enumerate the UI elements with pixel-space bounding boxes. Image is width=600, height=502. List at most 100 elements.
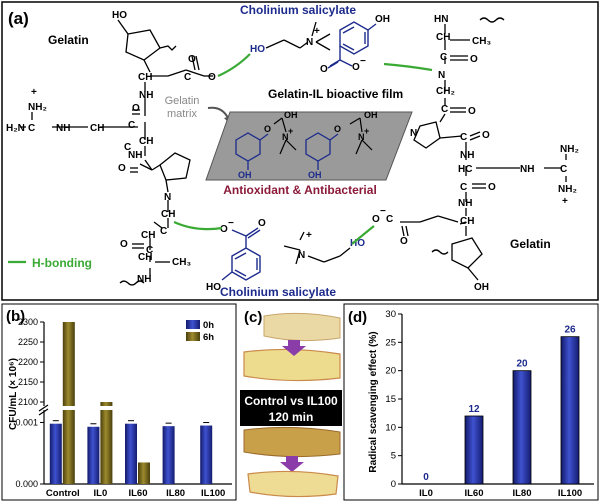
panel-b-bar (138, 462, 150, 484)
panel-b-legend-swatch (186, 320, 200, 329)
panel-d-ytick-label: 10 (385, 422, 396, 433)
panel-d-xtick-label: IL80 (512, 488, 531, 499)
svg-text:CH₃: CH₃ (472, 36, 491, 47)
apple-slice-1 (263, 312, 341, 342)
panel-d-bar (512, 370, 532, 485)
panel-b-break-gap (40, 406, 230, 410)
svg-text:NH₂: NH₂ (28, 102, 47, 113)
svg-text:NH: NH (56, 123, 70, 134)
panel-a-frame (1, 1, 599, 301)
svg-text:C: C (28, 123, 35, 134)
panel-b-xtick-label: IL100 (201, 488, 225, 499)
panel-b-label: (b) (6, 308, 25, 325)
hbond-lines (8, 53, 433, 264)
panel-b-legend-swatch (186, 332, 200, 341)
svg-text:N: N (306, 37, 313, 48)
panel-b-xtick-label: IL80 (166, 488, 185, 499)
panel-b-bar (100, 402, 113, 484)
panel-b-xtick-label: IL0 (94, 488, 108, 499)
svg-text:C: C (160, 226, 167, 237)
panel-b-legend-label: 6h (203, 332, 214, 343)
down-arrow-1 (282, 340, 306, 356)
panel-b-legend-label: 0h (203, 320, 214, 331)
panel-c-label: (c) (244, 309, 262, 326)
svg-text:OH: OH (284, 110, 298, 120)
svg-text:O: O (208, 72, 216, 83)
svg-text:+: + (306, 230, 312, 241)
panel-b-bar (87, 426, 100, 484)
panel-b-ytick-label: 2300 (18, 317, 38, 327)
svg-text:C: C (560, 164, 567, 175)
svg-text:NH: NH (520, 164, 534, 175)
panel-d-data-label: 12 (468, 404, 480, 415)
cholinium-top-label: Cholinium salicylate (240, 3, 356, 17)
cholinium-bottom-label: Cholinium salicylate (220, 285, 336, 299)
svg-text:+: + (562, 196, 568, 207)
caption-line2: 120 min (269, 410, 314, 424)
panel-b-ytick-label: 0.001 (15, 417, 38, 427)
svg-text:N: N (438, 70, 445, 81)
panel-d-ytick-label: 30 (385, 309, 396, 320)
left-gelatin-structure (20, 19, 213, 286)
panel-d-label: (d) (348, 309, 367, 326)
panel-b-ylabel: CFU/mL (× 10⁶) (8, 358, 19, 430)
matrix-label-line1: Gelatin (165, 95, 200, 107)
down-arrow-2 (280, 456, 304, 472)
panel-d-data-label: 0 (423, 472, 429, 483)
panel-d: (d) Radical scavenging effect (%) 0 5 10 15… (343, 303, 599, 501)
svg-text:O: O (470, 54, 478, 65)
svg-text:CH: CH (141, 230, 155, 241)
svg-text:+: + (31, 87, 37, 98)
svg-text:CH: CH (161, 209, 175, 220)
panel-b: (b) CFU/mL (× 10⁶) 210021502200225023000… (1, 303, 237, 501)
svg-text:NH: NH (137, 274, 151, 285)
matrix-arrow (207, 106, 229, 119)
svg-text:O: O (120, 239, 128, 250)
panel-d-frame (343, 303, 599, 501)
panel-d-ytick-label: 0 (391, 479, 396, 490)
svg-text:H₂N: H₂N (6, 123, 25, 134)
svg-text:HO: HO (112, 10, 127, 21)
svg-text:CH: CH (436, 32, 450, 43)
film-parallelogram (205, 111, 413, 181)
apple-slice-2 (243, 348, 341, 382)
svg-text:C: C (146, 245, 153, 256)
svg-text:CH: CH (460, 216, 474, 227)
panel-b-ytick-label: 2100 (18, 397, 38, 407)
panel-d-ylabel: Radical scavenging effect (%) (368, 331, 379, 472)
caption-line1: Control vs IL100 (244, 394, 338, 408)
panel-b-bar-break (86, 406, 114, 410)
svg-text:C: C (440, 52, 447, 63)
panel-b-bar (200, 425, 213, 484)
svg-text:O: O (132, 103, 140, 114)
panel-b-bar (62, 322, 75, 484)
panel-d-ytick-label: 5 (391, 451, 396, 462)
panel-d-ytick-label: 15 (385, 394, 396, 405)
svg-text:O: O (264, 124, 271, 134)
right-gelatin-structure (400, 17, 567, 281)
panel-b-break-mark-1 (38, 404, 49, 412)
svg-text:N: N (164, 192, 171, 203)
svg-text:+: + (314, 26, 320, 37)
svg-text:O: O (468, 106, 476, 117)
panel-d-xtick-label: IL0 (419, 488, 433, 499)
svg-text:OH: OH (308, 170, 322, 180)
panel-b-bar (49, 423, 62, 484)
panel-d-data-label: 26 (564, 325, 576, 336)
svg-text:C: C (386, 214, 393, 225)
panel-c: (c) Control vs IL100 120 min (240, 309, 342, 498)
panel-b-ytick-label: 2150 (18, 377, 38, 387)
svg-text:N: N (298, 250, 305, 261)
cholinium-top-structure: HO N + OH O O − Cholinium salicylate (240, 3, 390, 75)
gelatin-right-label: Gelatin (510, 237, 551, 251)
svg-text:O: O (118, 163, 126, 174)
svg-text:N: N (410, 128, 417, 139)
svg-text:N: N (358, 132, 365, 142)
matrix-label-line2: matrix (167, 108, 197, 120)
svg-text:O: O (488, 182, 496, 193)
svg-text:OH: OH (364, 110, 378, 120)
svg-text:C: C (184, 72, 191, 83)
